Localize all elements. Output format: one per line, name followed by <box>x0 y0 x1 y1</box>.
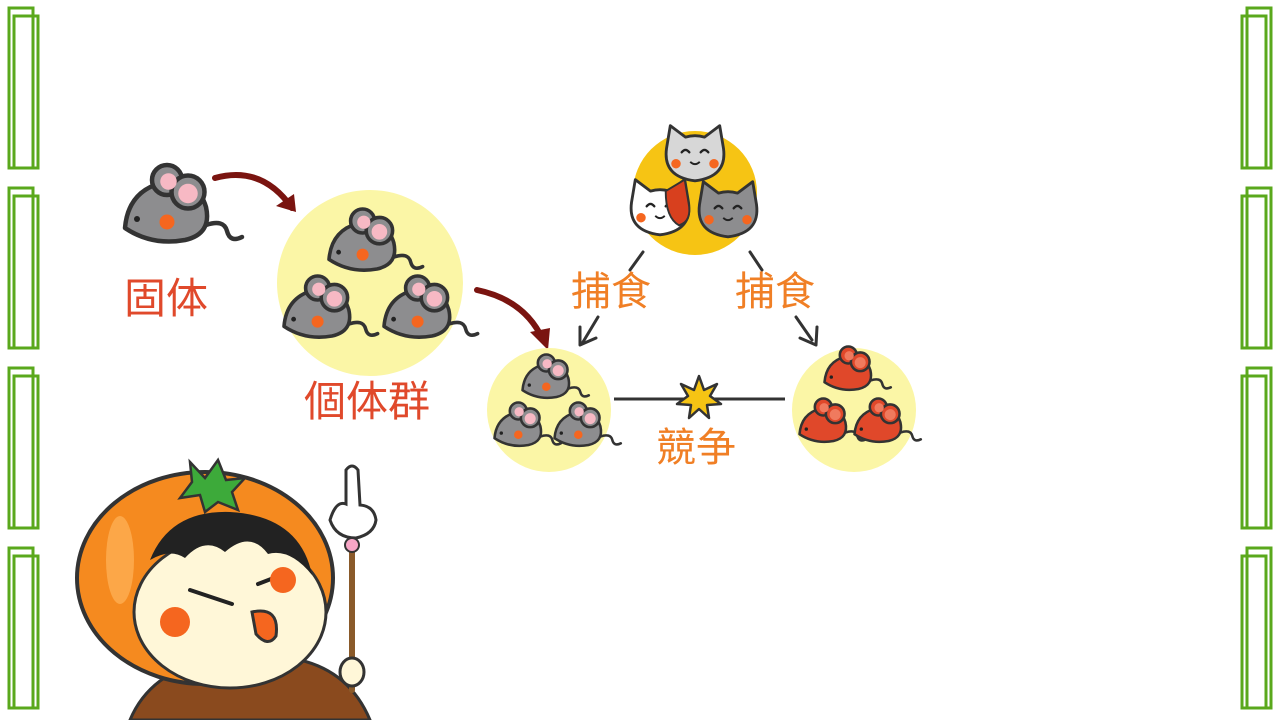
predation-arrow-left <box>578 250 645 347</box>
dark-arrow-1 <box>212 172 296 212</box>
red-mouse-group-icon <box>792 345 923 472</box>
dark-arrow-2 <box>474 287 550 350</box>
left-bamboo-frame <box>7 6 40 710</box>
label-predation-right: 捕食 <box>735 269 815 315</box>
label-population: 個体群 <box>304 377 431 426</box>
label-individual: 固体 <box>124 274 209 323</box>
starburst-icon <box>675 374 723 420</box>
cat-group-icon <box>629 124 759 255</box>
right-bamboo-frame <box>1240 6 1273 710</box>
mouse-group-icon <box>277 190 480 376</box>
gray-mouse-group-icon <box>487 348 623 472</box>
label-predation-left: 捕食 <box>571 269 651 315</box>
predation-arrow-right <box>748 250 819 347</box>
orange-head-mascot <box>75 457 378 720</box>
label-competition: 競争 <box>656 425 736 471</box>
